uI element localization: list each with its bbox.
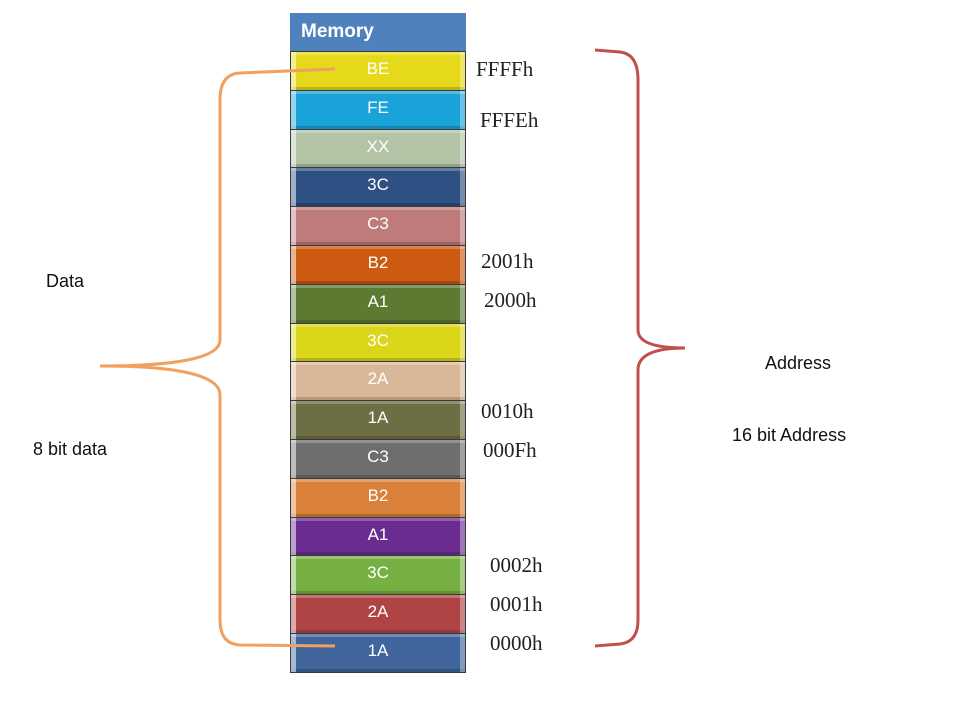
memory-cell: 3C: [290, 167, 466, 208]
memory-cell-value: 1A: [367, 641, 389, 660]
memory-cell-value: 3C: [367, 175, 389, 195]
data-width-label: 8 bit data: [33, 439, 108, 459]
memory-cell-value: A1: [367, 291, 389, 311]
memory-cell-value: 3C: [367, 330, 389, 350]
memory-cell-value: 2A: [367, 602, 389, 622]
memory-cell: 2A: [290, 361, 466, 402]
memory-cell-value: B2: [367, 485, 389, 505]
memory-cell: BE: [290, 51, 466, 91]
address-brace: [594, 48, 686, 648]
memory-cell-value: 1A: [367, 408, 389, 428]
memory-cell: XX: [290, 128, 466, 169]
memory-cell: A1: [290, 283, 466, 324]
memory-cell: 1A: [290, 400, 466, 440]
memory-cell-value: B2: [367, 253, 389, 272]
memory-cell: B2: [290, 245, 466, 285]
address-label-item: 000Fh: [483, 438, 537, 462]
memory-cell: A1: [290, 516, 466, 557]
address-label-item: 0000h: [490, 631, 543, 655]
memory-cell-value: FE: [367, 97, 389, 117]
memory-cell-value: 2A: [367, 369, 389, 389]
address-label-item: FFFFh: [476, 57, 534, 81]
address-label-item: 0010h: [481, 399, 534, 424]
address-label-item: 2000h: [484, 287, 537, 312]
memory-cell-value: BE: [366, 59, 390, 78]
memory-cell: C3: [290, 439, 466, 479]
memory-cell: 3C: [290, 555, 466, 596]
address-label: Address: [765, 353, 832, 373]
address-width-label: 16 bit Address: [732, 425, 847, 445]
memory-cell-value: C3: [367, 214, 389, 234]
memory-cell: 3C: [290, 322, 466, 363]
address-label-item: 0001h: [490, 592, 543, 617]
memory-cell: FE: [290, 89, 466, 130]
address-label-item: 2001h: [481, 249, 534, 273]
memory-cell: 2A: [290, 594, 466, 634]
address-label-item: FFFEh: [480, 107, 539, 132]
memory-cell-value: XX: [366, 136, 390, 156]
memory-cell: 1A: [290, 633, 466, 673]
memory-cell: B2: [290, 477, 466, 518]
address-label-item: 0002h: [490, 553, 543, 578]
memory-cell-value: 3C: [367, 563, 389, 583]
memory-cell: C3: [290, 206, 466, 246]
memory-cell-value: C3: [367, 447, 389, 466]
data-label: Data: [46, 271, 85, 291]
memory-title: Memory: [290, 13, 466, 51]
memory-cell-value: A1: [367, 524, 389, 544]
